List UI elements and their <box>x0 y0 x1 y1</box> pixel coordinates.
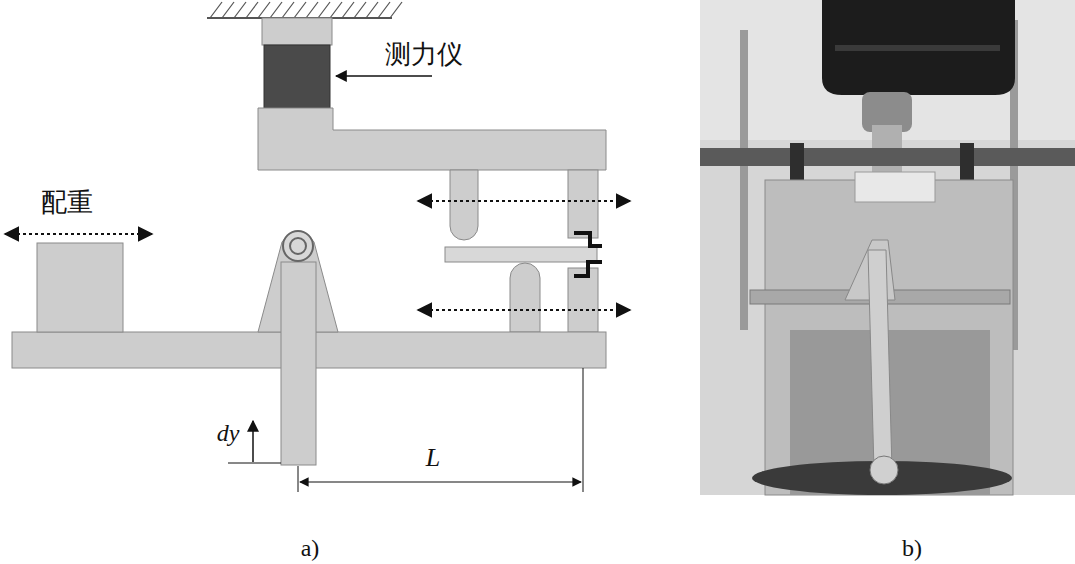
photo-wall <box>700 0 1075 140</box>
photo-clamp <box>790 143 804 183</box>
displacement-arrow <box>252 421 254 462</box>
upper-clamp-pin <box>568 170 598 238</box>
hatch-line <box>342 2 354 18</box>
photo-actuator-band <box>835 45 1000 51</box>
hatch-line <box>378 2 390 18</box>
displacement-label: dy <box>217 420 240 446</box>
extension-line <box>298 466 299 492</box>
pivot-bearing-inner <box>290 238 306 254</box>
motion-arrow <box>418 200 630 202</box>
part-label: 测力仪 <box>385 40 463 69</box>
photo-upper-plate <box>855 172 935 202</box>
hatch-line <box>330 2 342 18</box>
hatch-line <box>282 2 294 18</box>
dimension-label: L <box>426 444 440 473</box>
motion-arrow <box>418 309 630 311</box>
hatch-line <box>366 2 378 18</box>
photo-frame <box>765 180 1013 495</box>
hatch-line <box>246 2 258 18</box>
load-cell <box>264 45 330 108</box>
pivot-bearing <box>283 231 313 261</box>
support-post <box>281 262 316 465</box>
counterweight <box>37 243 123 332</box>
leader-arrow <box>336 75 432 77</box>
photo-ground <box>700 0 1075 495</box>
photo <box>700 0 1075 495</box>
hatch-line <box>306 2 318 18</box>
dimension-line <box>300 481 581 482</box>
extension-line <box>583 368 584 492</box>
clamp-clip <box>574 233 602 246</box>
hatch-line <box>234 2 246 18</box>
upper-pin <box>450 170 478 240</box>
photo-clamp <box>960 143 974 183</box>
hatch-line <box>222 2 234 18</box>
hatch-line <box>210 2 222 18</box>
photo-crossbar <box>700 148 1075 166</box>
photo-base-joint <box>870 456 898 484</box>
photo-post <box>868 250 892 470</box>
hatch-line <box>390 2 402 18</box>
part-label: 配重 <box>41 188 93 217</box>
upper-arm <box>258 108 606 170</box>
photo-actuator <box>822 0 1015 95</box>
hatch-line <box>294 2 306 18</box>
ceiling-hatch <box>207 2 402 18</box>
subfigure-label: b) <box>902 535 922 561</box>
hatch-line <box>318 2 330 18</box>
hatch-line <box>354 2 366 18</box>
specimen-plate <box>445 247 597 262</box>
hatch-line <box>258 2 270 18</box>
motion-arrow <box>5 233 152 235</box>
subfigure-label: a) <box>301 535 320 561</box>
mount-block <box>262 18 332 45</box>
clamp-clip <box>574 262 602 276</box>
reference-line <box>228 463 281 464</box>
lower-pin <box>510 263 540 332</box>
photo-rod <box>740 30 748 330</box>
hatch-line <box>270 2 282 18</box>
